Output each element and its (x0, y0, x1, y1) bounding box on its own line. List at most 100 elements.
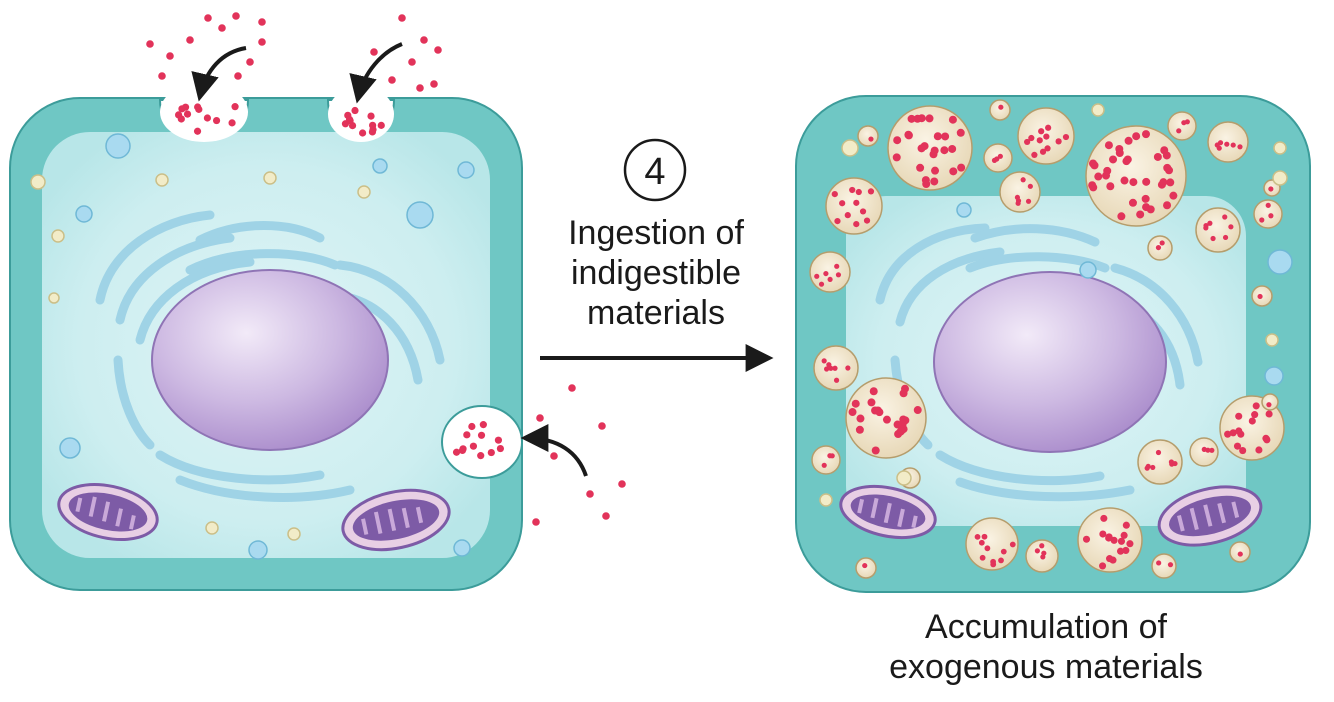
particle (1104, 141, 1113, 150)
particle (550, 452, 558, 460)
particle (904, 130, 913, 139)
particle (1027, 183, 1033, 189)
particle (1000, 548, 1007, 555)
particle (536, 414, 544, 422)
particle (835, 272, 842, 278)
small-vesicles-right (956, 202, 1293, 386)
particle (897, 427, 906, 436)
particle (948, 144, 957, 153)
particle (377, 121, 385, 129)
mitochondrion-right-cell-right (1157, 485, 1263, 547)
ingestion-arrow-top-right (349, 42, 403, 104)
particle (1160, 146, 1169, 155)
particle (1266, 402, 1272, 408)
particle (1184, 119, 1190, 125)
particle (1120, 531, 1128, 539)
particle (1163, 163, 1172, 172)
ingested-particles (146, 12, 626, 526)
particle (1259, 217, 1265, 223)
particle (1123, 155, 1132, 164)
particle (1014, 194, 1021, 201)
particle (1129, 178, 1138, 187)
particle (1228, 224, 1234, 230)
particle (863, 217, 871, 224)
particle (408, 58, 416, 66)
particle (957, 163, 966, 172)
particle (246, 58, 254, 66)
accumulating-cell (795, 95, 1311, 593)
storage-vesicle (1147, 235, 1173, 261)
particle (1089, 159, 1098, 168)
particle (1142, 177, 1151, 186)
particle (930, 146, 939, 155)
storage-vesicles (809, 99, 1285, 579)
storage-vesicle (1229, 541, 1251, 563)
particle (1117, 537, 1126, 545)
particle (1222, 234, 1229, 241)
particle (1039, 148, 1047, 155)
particle (1141, 130, 1150, 139)
particle (532, 518, 540, 526)
particle (917, 114, 926, 123)
particle (1265, 410, 1273, 418)
particle (218, 24, 226, 32)
particle (1036, 137, 1043, 144)
storage-vesicle (1261, 393, 1279, 411)
particle (851, 399, 860, 408)
step-line-1: Ingestion of (568, 214, 744, 252)
particle (494, 436, 503, 444)
particle (1116, 547, 1125, 555)
particle (848, 408, 857, 417)
endocytic-pit-top-left (158, 82, 250, 142)
particle (994, 156, 1000, 162)
particle (1203, 225, 1209, 231)
particle (979, 554, 986, 561)
particle (925, 114, 934, 123)
particle (867, 188, 875, 195)
particle (1009, 541, 1016, 548)
storage-vesicle (1167, 111, 1197, 141)
particle (917, 144, 926, 153)
storage-vesicle (845, 377, 927, 459)
particle (1044, 145, 1051, 152)
particle (1055, 138, 1062, 145)
particle (871, 446, 880, 455)
particle (1136, 210, 1145, 219)
particle (978, 539, 985, 546)
particle (234, 72, 242, 80)
particle (1141, 194, 1150, 203)
particle (1153, 152, 1162, 161)
normal-cell (9, 82, 523, 591)
storage-vesicle (1017, 107, 1075, 165)
particle (1167, 562, 1174, 568)
particle (1015, 200, 1021, 206)
particle (834, 217, 841, 225)
particle (177, 115, 185, 123)
particle (1122, 546, 1130, 554)
particle (818, 281, 825, 287)
particle (203, 114, 212, 122)
storage-vesicle (989, 99, 1011, 121)
particle (845, 365, 851, 371)
particle (367, 112, 375, 120)
particle (194, 103, 202, 111)
particle (420, 36, 428, 44)
particle (158, 72, 166, 80)
particle (821, 462, 827, 468)
particle (990, 558, 997, 565)
particle (831, 190, 838, 198)
particle (1239, 446, 1247, 455)
particle (1146, 205, 1155, 214)
storage-vesicle (855, 557, 877, 579)
particle (1038, 128, 1045, 135)
particle (998, 104, 1004, 110)
particle (871, 406, 880, 415)
particle (1106, 555, 1114, 563)
particle (1031, 151, 1038, 159)
mitochondrion-left (57, 483, 159, 541)
particle (146, 40, 154, 48)
particle (941, 132, 950, 141)
storage-vesicle (813, 345, 859, 391)
storage-vesicle (1251, 285, 1273, 307)
particle (1109, 155, 1118, 164)
